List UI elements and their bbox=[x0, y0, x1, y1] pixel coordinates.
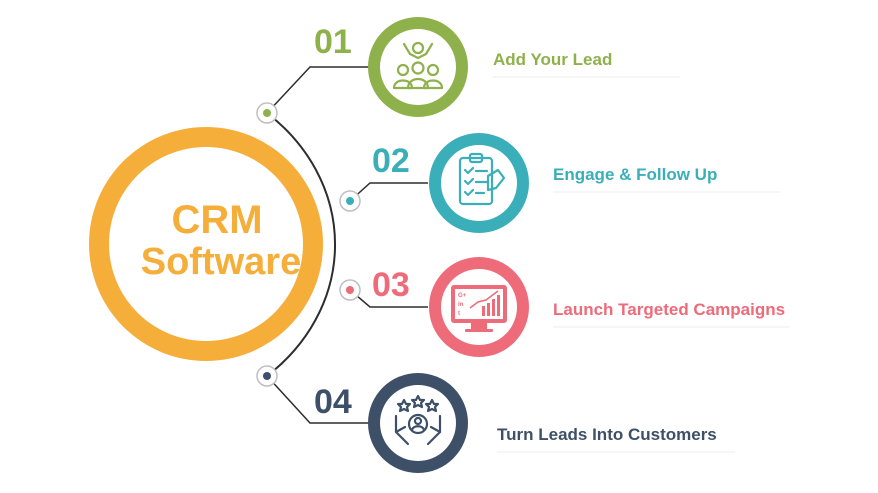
arc-node-03 bbox=[339, 279, 361, 301]
step-02: 02 Engage & Follow Up bbox=[372, 133, 780, 233]
step-01-label: Add Your Lead bbox=[493, 50, 612, 69]
leader-line-02 bbox=[349, 182, 428, 202]
step-04-label: Turn Leads Into Customers bbox=[497, 425, 717, 444]
arc-node-04 bbox=[256, 365, 278, 387]
step-02-label: Engage & Follow Up bbox=[553, 165, 717, 184]
svg-text:in: in bbox=[458, 302, 464, 308]
step-04: 04 Turn Leads Into Customers bbox=[314, 373, 735, 473]
social-monitor-chart-icon: G+ in t bbox=[451, 285, 507, 332]
people-group-icon bbox=[392, 41, 444, 90]
connector-arc bbox=[266, 112, 336, 377]
step-01-number: 01 bbox=[314, 23, 352, 61]
step-03: 03 G+ in t Launch Targeted Campaigns bbox=[372, 257, 790, 357]
step-03-number: 03 bbox=[372, 266, 410, 304]
hands-user-stars-icon bbox=[394, 394, 442, 446]
step-04-number: 04 bbox=[314, 383, 352, 421]
arc-node-02 bbox=[339, 190, 361, 212]
arc-node-01 bbox=[256, 102, 278, 124]
step-03-label: Launch Targeted Campaigns bbox=[553, 300, 785, 319]
step-02-number: 02 bbox=[372, 142, 410, 180]
svg-text:t: t bbox=[458, 311, 460, 317]
center-ring-inner bbox=[109, 147, 303, 341]
step-01: 01 Add Your Lead bbox=[314, 17, 680, 117]
leader-line-01 bbox=[266, 66, 370, 114]
svg-text:G+: G+ bbox=[458, 293, 467, 299]
center-ring: CRM Software bbox=[89, 127, 323, 361]
center-title-line1: CRM bbox=[171, 198, 262, 242]
checklist-clipboard-icon bbox=[458, 152, 506, 206]
leader-line-04 bbox=[266, 375, 370, 424]
center-title-line2: Software bbox=[141, 241, 301, 283]
